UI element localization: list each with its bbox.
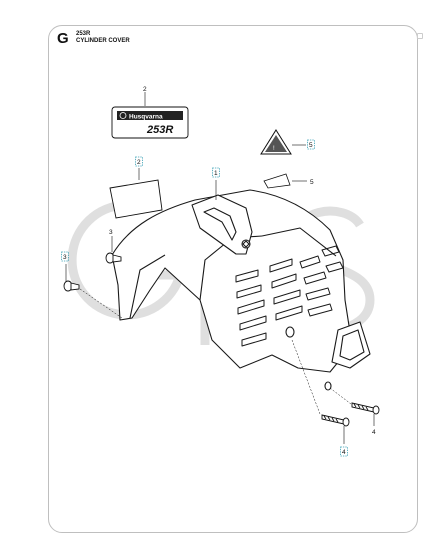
callout-label: 2 (143, 86, 147, 93)
warning-plate-part[interactable] (263, 173, 291, 189)
bolt-upper-part[interactable] (351, 402, 380, 415)
corner-mark (417, 33, 423, 39)
decal-model: 253R (146, 124, 173, 136)
callout-label: 3 (109, 229, 113, 236)
section-title: CYLINDER COVER (76, 38, 130, 44)
sticker-part[interactable] (109, 179, 163, 219)
svg-text:!: ! (273, 146, 275, 152)
callout-label: 1 (214, 170, 218, 177)
callout-highlight (61, 251, 69, 262)
callout-highlight (340, 446, 348, 457)
callout-label: 4 (342, 449, 346, 456)
callout-label: 3 (63, 254, 67, 261)
callout-label: 2 (137, 159, 141, 166)
warning-label-part[interactable]: ! (260, 129, 292, 155)
callout-label: 5 (310, 179, 314, 186)
decal-brand: Husqvarna (129, 114, 163, 121)
decal-253r[interactable]: Husqvarna 253R (111, 106, 189, 139)
model-number: 253R (76, 31, 91, 37)
screw-inner-part[interactable] (105, 252, 122, 264)
husqvarna-logo-icon (119, 112, 127, 119)
callout-highlight (135, 156, 143, 167)
callout-label: 4 (372, 429, 376, 436)
section-letter: G (57, 30, 69, 47)
callout-highlight (212, 167, 220, 178)
bolt-lower-part[interactable] (321, 414, 350, 427)
page-frame (48, 25, 418, 533)
callout-label: 5 (309, 142, 313, 149)
cylinder-cover-part[interactable] (111, 189, 371, 391)
screw-outer-part[interactable] (63, 280, 80, 292)
callout-highlight (307, 139, 315, 150)
